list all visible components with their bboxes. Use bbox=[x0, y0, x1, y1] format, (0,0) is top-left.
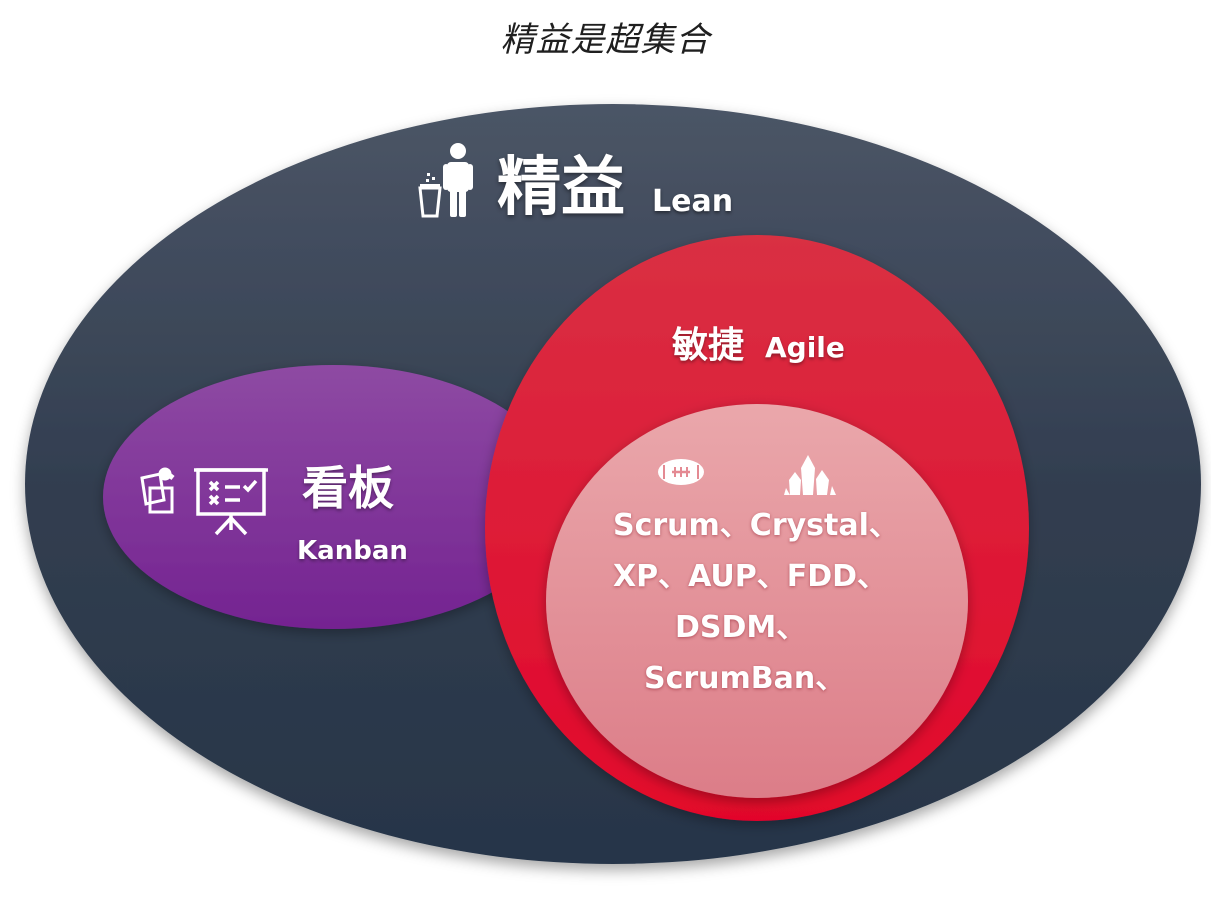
football-icon bbox=[658, 459, 704, 485]
crystal-icon bbox=[784, 455, 836, 495]
agile-label-en: Agile bbox=[765, 331, 845, 364]
method-line: DSDM、 bbox=[675, 610, 807, 645]
kanban-label: 看板 bbox=[302, 461, 394, 515]
sticky-notes-icon bbox=[140, 467, 175, 514]
kanban-label-en: Kanban bbox=[297, 536, 408, 566]
kanban-ellipse bbox=[103, 365, 563, 629]
method-line: ScrumBan、 bbox=[644, 661, 846, 696]
method-line: XP、AUP、FDD、 bbox=[613, 559, 888, 594]
diagram-title: 精益是超集合 bbox=[500, 20, 711, 60]
lean-label: 精益 bbox=[497, 151, 625, 225]
methods-ellipse bbox=[546, 404, 968, 798]
method-line: Scrum、Crystal、 bbox=[613, 508, 899, 543]
presentation-board-icon bbox=[194, 468, 268, 536]
lean-label-en: Lean bbox=[652, 184, 734, 219]
agile-label: 敏捷 bbox=[672, 325, 745, 366]
person-trash-icon bbox=[418, 143, 473, 218]
